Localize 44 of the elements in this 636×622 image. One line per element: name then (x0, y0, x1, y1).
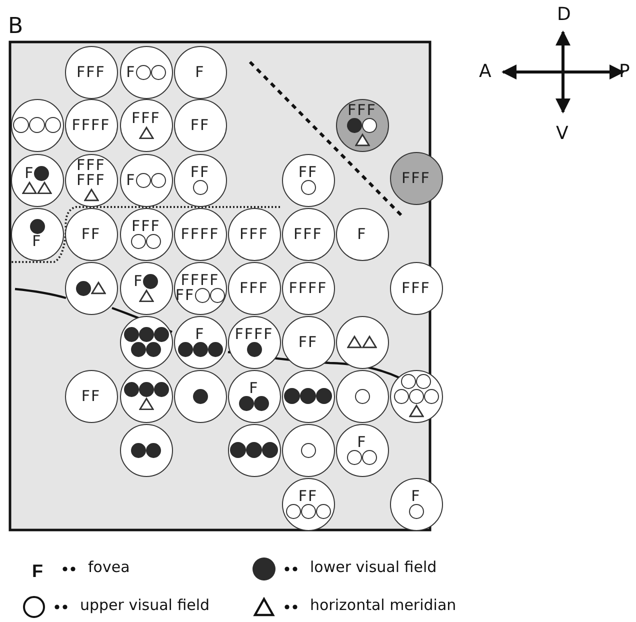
fovea-marks: FFF (402, 280, 430, 296)
fovea-marks: FFF (132, 110, 160, 126)
fovea-marks: FF (298, 165, 318, 180)
fovea-marks: FF (298, 334, 318, 350)
fovea-marks: F (411, 489, 421, 504)
legend-text: lower visual field (310, 560, 437, 575)
fovea-marks: F (249, 381, 259, 396)
fovea-marks: F (126, 64, 136, 80)
fovea-marks: FFFF (180, 273, 220, 288)
fovea-marks: FF (175, 288, 195, 303)
fovea-marks: FF (190, 165, 210, 180)
fovea-marks: F (24, 166, 34, 181)
fovea-marks: F (126, 172, 136, 188)
fovea-marks: FFF (348, 103, 376, 118)
fovea-marks: FFF (76, 64, 106, 80)
compass-label: A (479, 63, 492, 81)
fovea-marks: FFF (76, 158, 106, 174)
fovea-marks: FF (190, 118, 210, 132)
fovea-marks: FFF (402, 170, 430, 186)
fovea-marks: FFF (240, 226, 268, 242)
fovea-marks: FFFF (72, 118, 110, 132)
fovea-marks: FFF (76, 173, 106, 188)
fovea-marks: F (357, 226, 367, 242)
legend-text: fovea (88, 560, 130, 575)
fovea-marks: FF (81, 226, 101, 242)
legend-text: horizontal meridian (310, 598, 456, 613)
fovea-marks: FFFF (288, 280, 328, 296)
compass-label: D (557, 6, 571, 24)
fovea-marks: F (32, 234, 42, 249)
panel-letter: B (8, 16, 24, 38)
fovea-marks: F (195, 327, 205, 342)
fovea-marks: F (134, 274, 144, 289)
fovea-marks: FFFF (234, 327, 274, 342)
fovea-marks: FFF (240, 280, 268, 296)
compass-label: V (556, 125, 568, 143)
legend-symbol: F (32, 562, 43, 580)
fovea-marks: FFF (132, 219, 160, 234)
legend-text: upper visual field (80, 598, 210, 613)
fovea-marks: FFF (294, 226, 322, 242)
fovea-marks: FF (81, 388, 101, 404)
fovea-marks: F (357, 435, 367, 450)
fovea-marks: FFFF (180, 226, 220, 242)
fovea-marks: F (195, 64, 205, 80)
fovea-marks: FF (298, 489, 318, 504)
